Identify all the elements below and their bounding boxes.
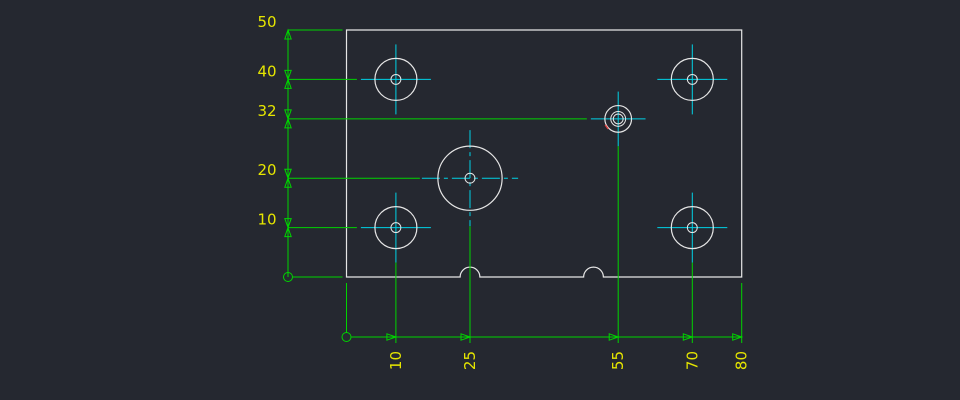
selection-marker	[604, 124, 609, 130]
x-dim-label-55: 55	[609, 351, 627, 370]
plate-outline	[345, 29, 743, 278]
y-dim-label-10: 10	[257, 211, 276, 229]
hole-70-40-center-mark	[686, 73, 698, 85]
x-dim-arrow-25	[460, 333, 472, 341]
centerline-layer	[360, 44, 728, 263]
x-dim-label-70: 70	[683, 351, 701, 370]
hole-25-20-circle	[437, 145, 503, 211]
x-dim-label-80: 80	[733, 351, 751, 370]
y-dim-arrow-up-50	[284, 28, 292, 40]
hole-70-10-center-mark	[686, 222, 698, 234]
dimension-layer	[283, 28, 744, 343]
y-dim-label-20: 20	[257, 161, 276, 179]
hole-25-20-center-mark	[464, 172, 476, 184]
y-dim-arrow-up-40	[284, 77, 292, 89]
hole-10-40-center-mark	[390, 73, 402, 85]
y-dim-arrow-down-32	[284, 109, 292, 121]
y-dim-arrow-down-20	[284, 168, 292, 180]
dimension-text-layer: 10 20 32 40 50 10 25 55 70 80	[257, 13, 750, 370]
x-dim-arrow-70	[682, 333, 694, 341]
x-dim-label-25: 25	[461, 351, 479, 370]
hole-70-10-circle	[670, 206, 714, 250]
hole-10-10-center-mark	[390, 222, 402, 234]
x-ordinate-origin-marker	[341, 332, 352, 342]
part-outline-layer	[345, 29, 743, 278]
y-dim-label-50: 50	[257, 13, 276, 31]
hole-55-32-center-mark	[612, 113, 624, 125]
hole-10-10-circle	[374, 206, 418, 250]
y-dim-label-40: 40	[257, 62, 276, 80]
x-dim-label-10: 10	[387, 351, 405, 370]
y-dim-arrow-down-40	[284, 69, 292, 81]
x-dim-arrow-55	[608, 333, 620, 341]
hole-10-40-circle	[374, 57, 418, 101]
hole-55-32-inner-circle	[610, 111, 627, 127]
y-dim-arrow-up-32	[284, 117, 292, 129]
y-dim-arrow-up-10	[284, 226, 292, 238]
hole-70-40-circle	[670, 57, 714, 101]
x-dim-arrow-80	[732, 333, 744, 341]
x-dim-arrow-10	[386, 333, 398, 341]
hole-55-32-circle	[604, 104, 633, 133]
y-dim-arrow-up-20	[284, 176, 292, 188]
y-dim-label-32: 32	[257, 102, 276, 120]
y-dim-arrow-down-10	[284, 218, 292, 230]
